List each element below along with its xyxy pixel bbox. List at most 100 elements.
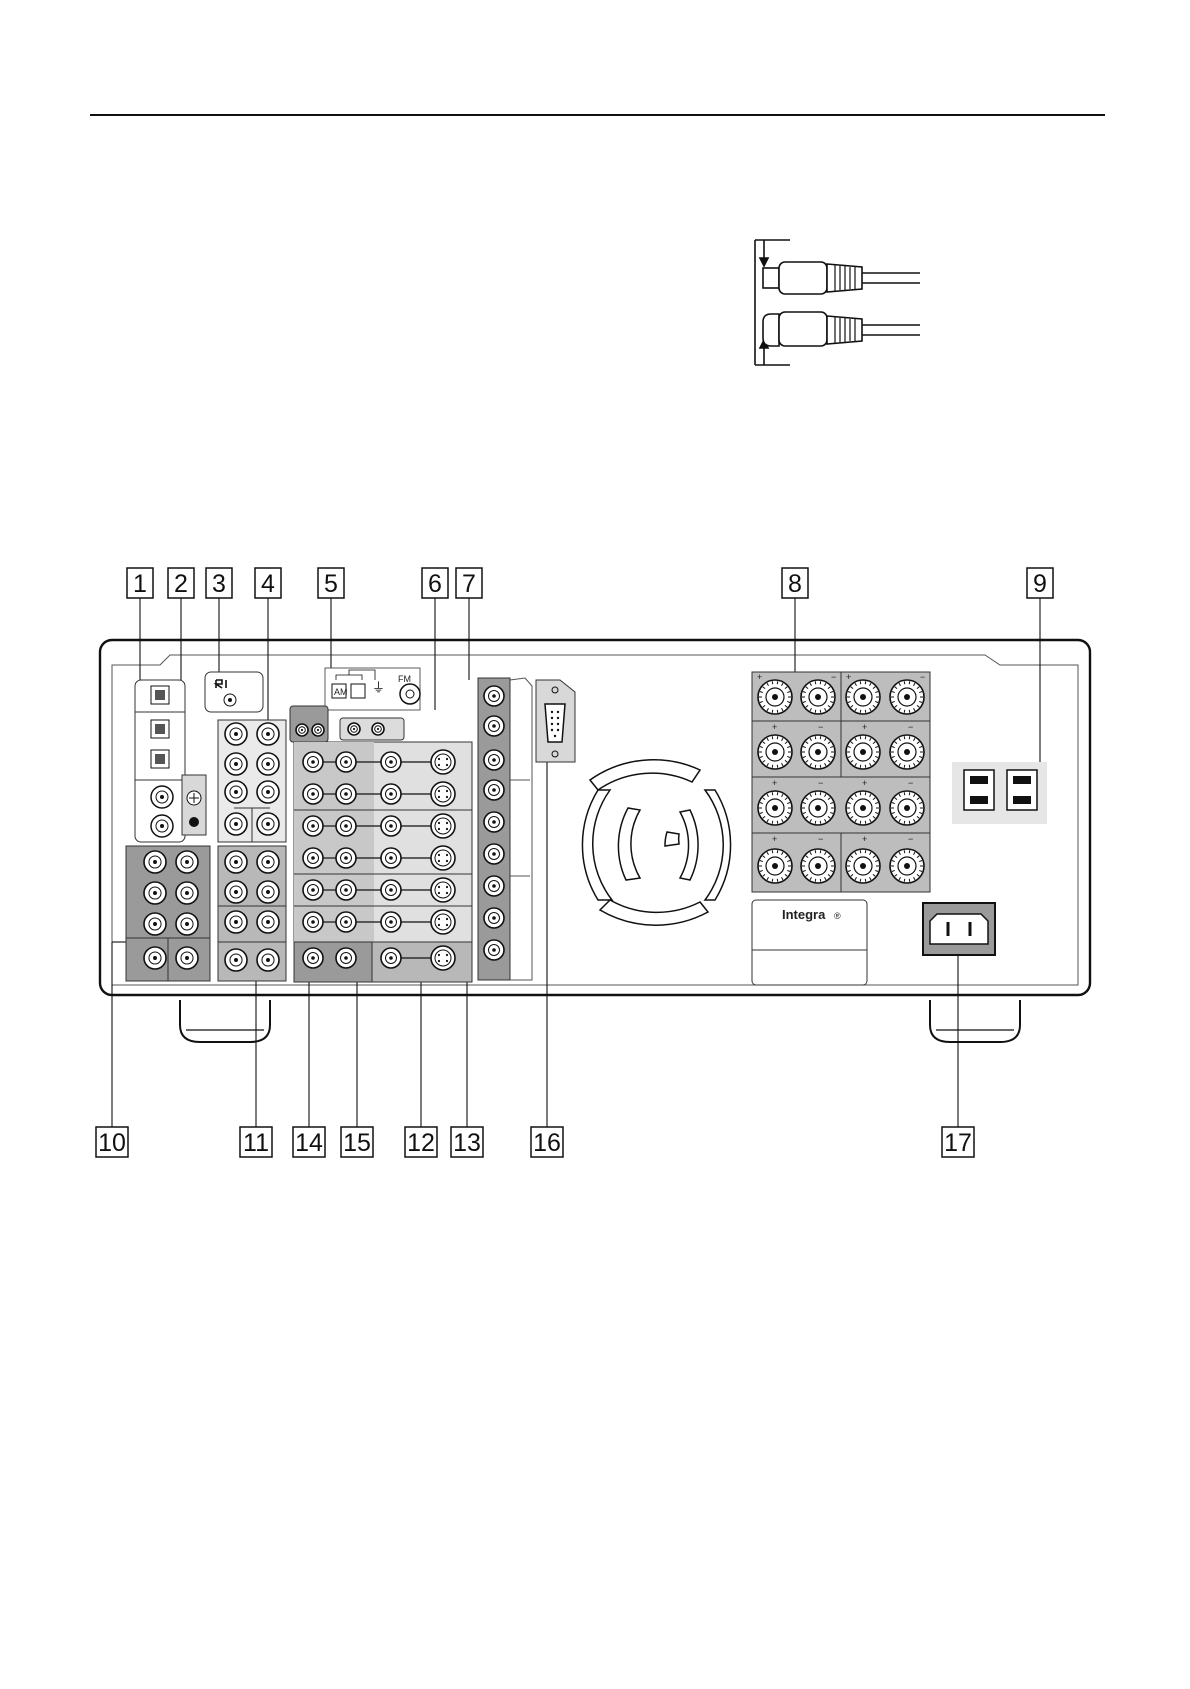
svg-text:+: + [862,834,867,844]
ground-symbol: ⏚ [372,680,385,695]
callout-16: 16 [531,1127,563,1157]
rca-jack [225,881,247,903]
ac-inlet [923,903,995,955]
svg-text:+: + [772,778,777,788]
svg-text:+: + [846,672,851,682]
speaker-binding-post [846,680,880,714]
rca-jack [176,882,198,904]
svg-text:11: 11 [243,1129,269,1157]
optical-jack [151,750,169,768]
rca-jack [484,686,504,706]
callout-2: 2 [168,568,194,598]
svg-text:−: − [908,834,913,844]
callout-11: 11 [240,1127,272,1157]
rca-jack [312,724,324,736]
callout-17: 17 [942,1127,974,1157]
rca-jack [484,844,504,864]
ground-screw-icon [187,791,201,805]
upper-rca-plug [763,262,920,294]
speaker-binding-post [758,735,792,769]
speaker-binding-post [846,735,880,769]
rca-jack [144,882,166,904]
callout-4: 4 [255,568,281,598]
speaker-binding-post [846,849,880,883]
svg-text:10: 10 [98,1129,126,1157]
rca-jack [303,948,323,968]
svg-text:−: − [818,722,823,732]
rca-jack [484,940,504,960]
svg-text:8: 8 [788,570,802,598]
rca-jack [381,784,401,804]
rca-jack [257,753,279,775]
svg-text:+: + [757,672,762,682]
callout-9: 9 [1027,568,1053,598]
rca-jack [484,908,504,928]
rca-jack [225,813,247,835]
rca-jack [381,880,401,900]
rca-jack [381,816,401,836]
svg-text:AM: AM [334,687,348,697]
rca-jack [176,913,198,935]
brand-plate: Integra ® [752,900,867,985]
svg-text:+: + [862,778,867,788]
speaker-binding-post [801,680,835,714]
rca-jack [336,880,356,900]
rca-jack [484,716,504,736]
antenna-section: AM ⏚ FM [325,668,420,710]
svg-text:+: + [772,834,777,844]
rca-jack [381,912,401,932]
speaker-binding-post [758,849,792,883]
speaker-binding-post [890,791,924,825]
rca-jack [225,949,247,971]
speaker-binding-post [890,680,924,714]
rca-jack [225,851,247,873]
rca-jack [303,752,323,772]
rca-jack [144,947,166,969]
top-callouts: 1 2 3 4 5 6 7 8 9 [127,568,1053,598]
svg-text:12: 12 [407,1129,435,1157]
speaker-binding-post [890,735,924,769]
speaker-binding-post [758,680,792,714]
svg-text:2: 2 [174,570,188,598]
svg-text:13: 13 [453,1129,481,1157]
callout-10: 10 [96,1127,128,1157]
rca-jack [336,912,356,932]
svg-text:15: 15 [343,1129,371,1157]
speaker-binding-post [801,849,835,883]
svg-text:3: 3 [212,570,226,598]
svg-text:−: − [908,722,913,732]
rca-jack [225,753,247,775]
rca-jack [176,851,198,873]
rca-jack [484,750,504,770]
callout-13: 13 [451,1127,483,1157]
rca-jack [257,851,279,873]
rca-jack [303,848,323,868]
speaker-binding-post [801,791,835,825]
callout-3: 3 [206,568,232,598]
rca-jack [336,816,356,836]
rca-jack [303,784,323,804]
optical-jack [151,720,169,738]
callout-8: 8 [782,568,808,598]
callout-1: 1 [127,568,153,598]
rca-jack [381,848,401,868]
rs232-port [536,680,575,762]
callout-12: 12 [405,1127,437,1157]
rca-jack [484,876,504,896]
ac-outlet [964,770,994,810]
rca-jack [144,913,166,935]
rca-jack [257,813,279,835]
callout-14: 14 [293,1127,325,1157]
rca-jack [296,724,308,736]
svg-text:7: 7 [462,570,476,598]
rca-jack [336,752,356,772]
rca-jack [225,781,247,803]
coax-jack [151,786,173,808]
svg-text:1: 1 [133,570,147,598]
rca-jack [257,781,279,803]
rca-jack [484,812,504,832]
lower-rca-plug [763,312,920,346]
rca-jack [225,723,247,745]
